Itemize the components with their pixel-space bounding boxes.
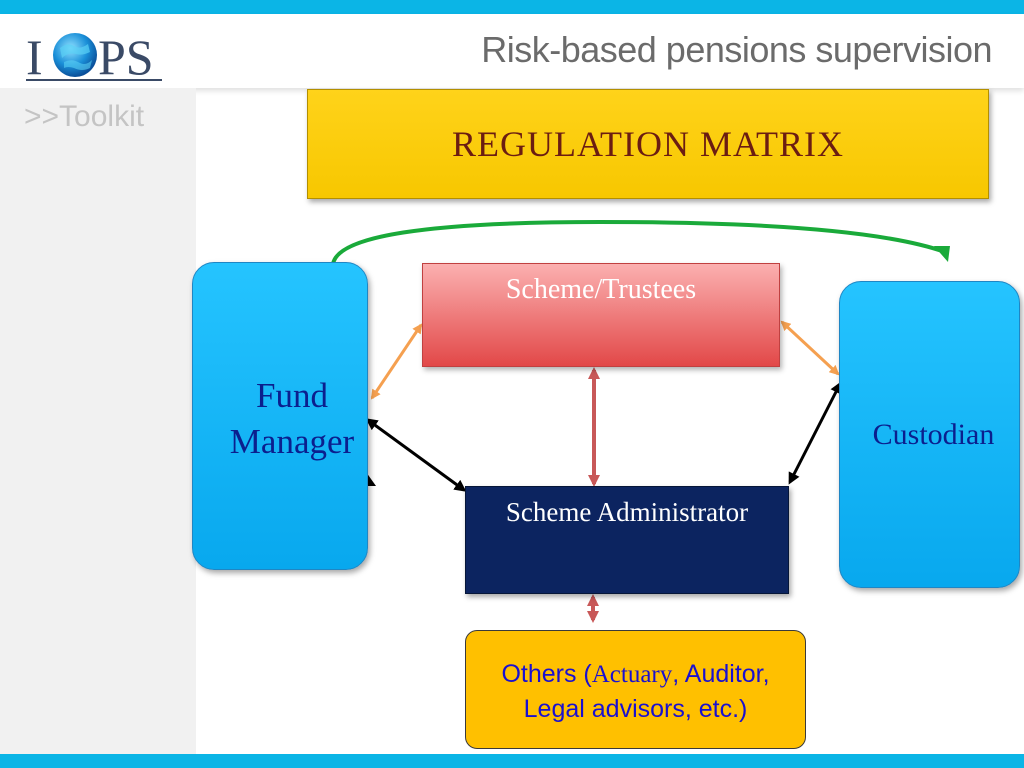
green-curve-arrowhead [934, 246, 950, 262]
others-part3: , Auditor, [672, 660, 770, 688]
diagram-title: REGULATION MATRIX [452, 124, 844, 164]
arrow-fund-admin [365, 418, 467, 492]
scheme-trustees-node: Scheme/Trustees [422, 263, 780, 367]
others-line2: Legal advisors, etc.) [523, 695, 748, 723]
toolkit-label: >>Toolkit [24, 100, 145, 133]
arrow-admin-custodian [788, 381, 842, 485]
others-part1: Others ( [501, 660, 592, 688]
fund-small-pointer [366, 472, 376, 486]
custodian-label: Custodian [872, 418, 995, 451]
arrow-fund-trustees [370, 323, 423, 400]
fund-manager-line2: Manager [229, 422, 355, 461]
iops-logo: I PS [26, 24, 166, 85]
arrow-trustees-custodian [780, 320, 840, 376]
green-curve-arrow [331, 219, 946, 265]
slide-header: I PS Risk-based pensions supervision [0, 14, 1024, 88]
others-actuary: Actuary [591, 661, 673, 688]
regulation-matrix-banner: REGULATION MATRIX [307, 89, 989, 199]
logo-underline [26, 79, 162, 81]
globe-icon [53, 33, 97, 77]
scheme-administrator-label: Scheme Administrator [505, 497, 749, 527]
custodian-node: Custodian [839, 281, 1020, 588]
logo-text-i: I [26, 29, 44, 85]
others-node: Others (Actuary, Auditor, Legal advisors… [465, 630, 806, 749]
fund-manager-line1: Fund [256, 376, 328, 415]
others-label: Others (Actuary, Auditor, Legal advisors… [501, 657, 769, 726]
top-accent-bar [0, 0, 1024, 14]
scheme-administrator-node: Scheme Administrator [465, 486, 789, 594]
sidebar [0, 88, 196, 754]
logo-text-ps: PS [98, 29, 154, 85]
scheme-trustees-label: Scheme/Trustees [505, 274, 697, 305]
bottom-accent-bar [0, 754, 1024, 768]
header-title: Risk-based pensions supervision [481, 29, 992, 70]
